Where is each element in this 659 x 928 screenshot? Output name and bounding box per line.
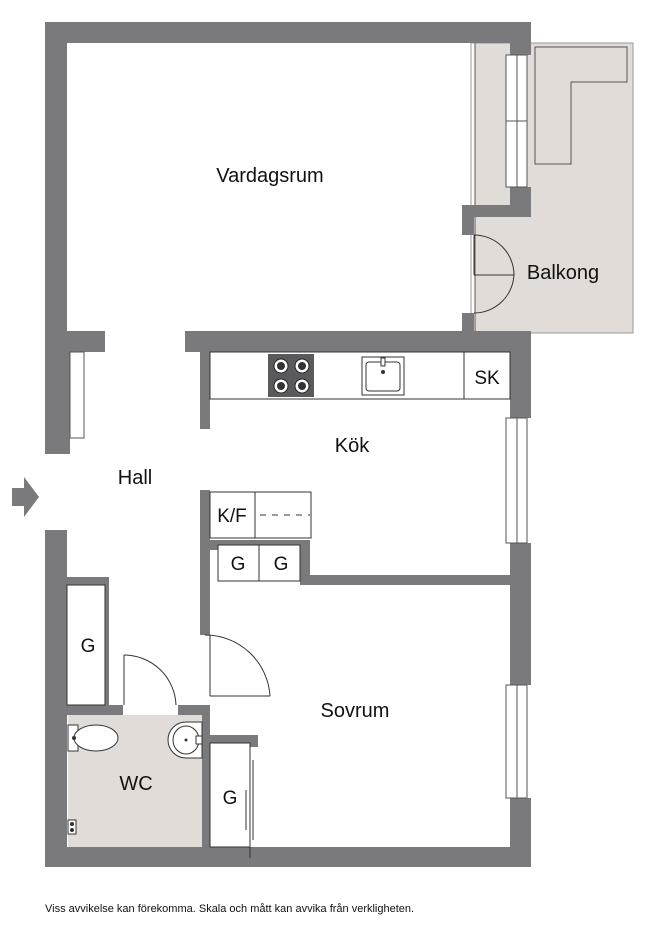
g-bedroom-label: G — [223, 788, 238, 809]
disclaimer-text: Viss avvikelse kan förekomma. Skala och … — [45, 903, 415, 915]
bedroom-door — [204, 634, 271, 697]
room-label-kok: Kök — [335, 435, 370, 457]
kf-label: K/F — [217, 506, 247, 527]
kitchen-fridge-freezer: K/F — [209, 491, 312, 539]
balcony-doors — [473, 234, 515, 314]
entrance-arrow-icon — [12, 477, 39, 517]
toilet-icon — [67, 724, 119, 752]
floor-drain-icon — [67, 819, 77, 835]
g-kitchen-right-label: G — [274, 554, 289, 575]
hall-wardrobe — [66, 584, 106, 706]
room-label-vardagsrum: Vardagsrum — [216, 165, 323, 187]
sk-label: SK — [474, 368, 500, 389]
kitchen-cabinets: G G — [217, 544, 301, 582]
windows — [505, 54, 528, 799]
bedroom-wardrobe: G — [209, 742, 254, 858]
room-label-balkong: Balkong — [527, 262, 599, 284]
room-label-hall: Hall — [118, 467, 152, 489]
balcony — [470, 42, 634, 334]
g-hall-label: G — [81, 636, 96, 657]
g-kitchen-left-label: G — [231, 554, 246, 575]
wc-door — [123, 654, 177, 706]
hall-coat-rack — [69, 351, 85, 439]
sink-icon — [361, 356, 405, 396]
kitchen-counter: SK — [209, 351, 511, 400]
room-label-sovrum: Sovrum — [321, 700, 390, 722]
washbasin-icon — [167, 721, 203, 759]
walls — [45, 22, 531, 867]
room-label-wc: WC — [119, 773, 152, 795]
